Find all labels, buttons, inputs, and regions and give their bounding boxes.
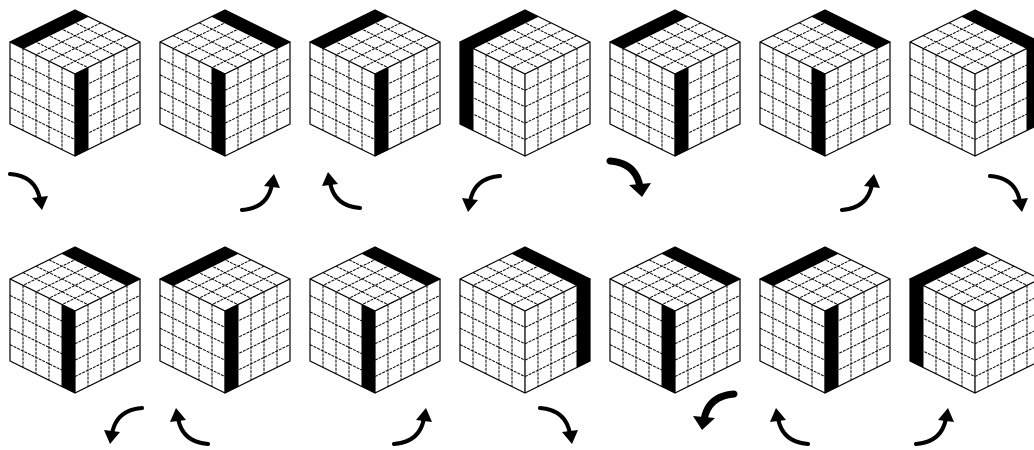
cube-icon-row2-3	[308, 245, 442, 395]
cube-icon-row2-2	[158, 245, 292, 395]
curved-arrow-icon-row1-3	[318, 168, 364, 214]
curved-arrow-icon-row2-2	[166, 404, 212, 450]
cube-icon-row1-4	[458, 8, 592, 158]
cube-icon-row2-4	[458, 245, 592, 395]
cube-icon-row1-6	[758, 8, 892, 158]
cube-icon-row1-5	[608, 8, 742, 158]
curved-arrow-icon-row2-6	[766, 404, 812, 450]
curved-arrow-icon-row1-4	[458, 170, 504, 216]
curved-arrow-icon-row1-1	[6, 168, 52, 214]
curved-arrow-icon-row2-1	[100, 402, 146, 448]
cube-icon-row1-7	[908, 8, 1034, 158]
cube-icon-row2-7	[908, 245, 1034, 395]
curved-arrow-icon-row1-5	[606, 155, 652, 201]
cube-icon-row1-1	[8, 8, 142, 158]
curved-arrow-icon-row1-2	[238, 170, 284, 216]
cube-icon-row1-2	[158, 8, 292, 158]
cube-icon-row2-6	[758, 245, 892, 395]
curved-arrow-icon-row2-5	[692, 388, 738, 434]
cube-icon-row1-3	[308, 8, 442, 158]
cube-icon-row2-1	[8, 245, 142, 395]
curved-arrow-icon-row1-6	[838, 170, 884, 216]
curved-arrow-icon-row2-4	[536, 402, 582, 448]
curved-arrow-icon-row1-7	[986, 170, 1032, 216]
curved-arrow-icon-row2-3	[390, 404, 436, 450]
cube-icon-row2-5	[608, 245, 742, 395]
curved-arrow-icon-row2-7	[912, 404, 958, 450]
